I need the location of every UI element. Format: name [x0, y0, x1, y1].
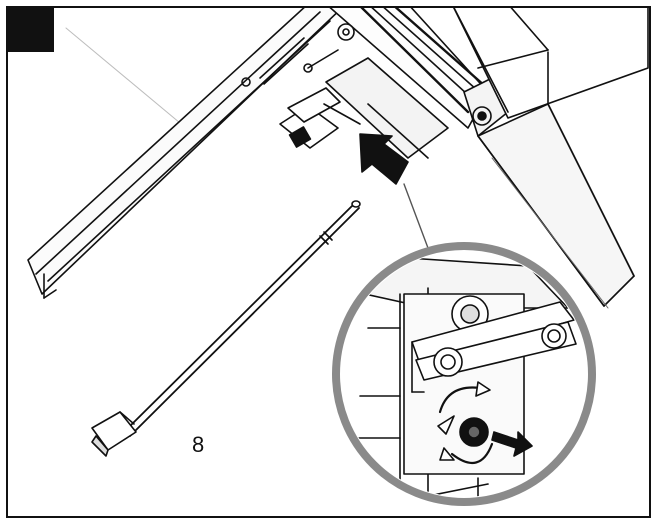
remove-arrow: [359, 133, 409, 185]
assembly-drawing: [27, 8, 649, 506]
instruction-figure: 8: [6, 6, 651, 518]
detail-view: [332, 242, 596, 506]
side-panel: [477, 51, 635, 309]
pin-rod: [91, 200, 361, 457]
bracket-assembly: [279, 49, 449, 159]
part-number-label: 8: [192, 432, 205, 457]
rotation-arrows: [437, 381, 494, 465]
step-marker-square: [8, 8, 54, 52]
upper-frame: [329, 8, 649, 137]
diagonal-beam: [27, 8, 343, 299]
pull-out-arrow: [491, 431, 533, 457]
